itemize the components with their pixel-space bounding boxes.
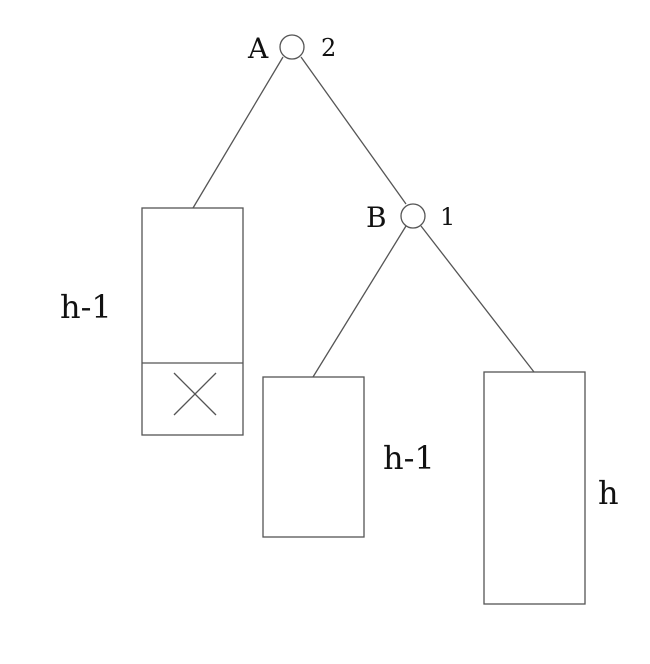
- subtree-left-of-b-box: [262, 376, 365, 538]
- subtree-left-of-a: [141, 207, 244, 436]
- deleted-level-cross-icon: [173, 372, 217, 416]
- edge-b-to-right-subtree: [420, 225, 535, 373]
- node-b-circle: [400, 203, 426, 229]
- subtree-right-of-b-box: [483, 371, 586, 605]
- node-b-label: B: [366, 201, 387, 234]
- edge-a-to-b: [300, 56, 407, 205]
- subtree-left-of-a-height-label: h-1: [60, 288, 112, 326]
- edge-a-to-left-subtree: [192, 56, 284, 209]
- subtree-left-of-b-height-label: h-1: [383, 439, 435, 477]
- edge-b-to-left-subtree: [312, 225, 407, 378]
- node-a-label: A: [247, 32, 269, 65]
- node-a-balance-factor: 2: [321, 34, 336, 62]
- node-b-balance-factor: 1: [440, 203, 455, 231]
- subtree-right-of-b-height-label: h: [598, 474, 619, 512]
- subtree-left-of-a-box: [141, 207, 244, 436]
- node-a-circle: [279, 34, 305, 60]
